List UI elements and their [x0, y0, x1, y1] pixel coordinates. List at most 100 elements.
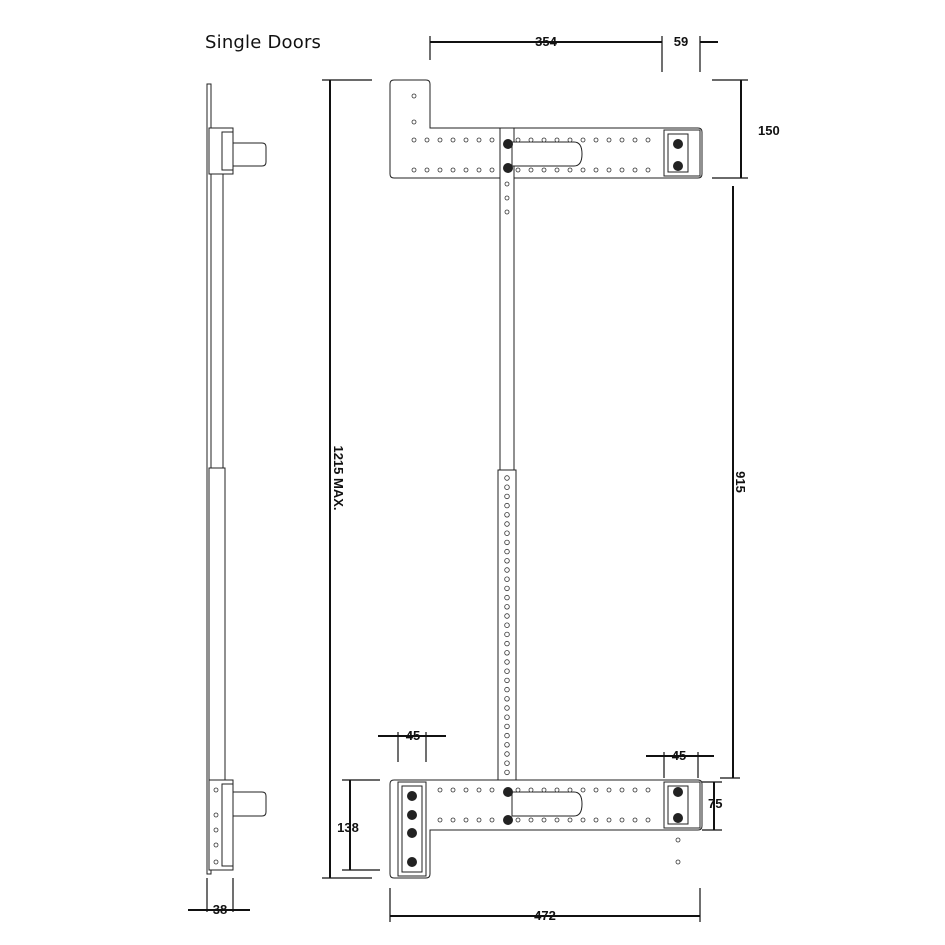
hole: [476, 817, 482, 823]
hole: [645, 167, 651, 173]
side-hole: [213, 787, 219, 793]
hole: [567, 167, 573, 173]
hole: [504, 502, 510, 509]
dim-59: 59: [674, 34, 688, 49]
side-bottom-pin: [232, 791, 267, 817]
hole: [554, 167, 560, 173]
hole: [437, 167, 443, 173]
hole: [554, 787, 560, 793]
hole: [593, 817, 599, 823]
hole: [504, 650, 510, 656]
hole: [463, 137, 469, 143]
dim-1215: 1215 MAX.: [331, 445, 346, 510]
dim-472: 472: [534, 908, 556, 923]
hole: [632, 167, 638, 173]
hole: [424, 137, 430, 143]
hole: [504, 209, 510, 215]
hole: [645, 817, 651, 823]
hole: [554, 137, 560, 143]
hole: [580, 167, 586, 173]
hole: [504, 732, 510, 739]
side-tube-lower: [208, 467, 226, 781]
vertical-bar-upper: [499, 127, 515, 474]
side-bottom-plate: [221, 783, 234, 867]
hole: [541, 787, 547, 793]
hole: [437, 787, 443, 793]
hole: [504, 751, 510, 757]
dim-45-left: 45: [406, 728, 420, 743]
drawing-title: Single Doors: [205, 32, 322, 53]
hole: [606, 787, 612, 793]
hole: [489, 817, 495, 823]
hole: [489, 167, 495, 173]
hole: [463, 787, 469, 793]
dim-45-right: 45: [672, 748, 686, 763]
hole: [504, 493, 510, 500]
hole: [504, 686, 510, 693]
bolt-icon: [673, 787, 683, 797]
top-plate: [389, 79, 703, 179]
bolt-icon: [407, 791, 417, 801]
hole: [504, 530, 510, 536]
dim-915: 915: [733, 471, 748, 493]
hole: [504, 195, 510, 201]
side-hole: [213, 812, 219, 818]
hole: [541, 167, 547, 173]
bolt-icon: [503, 815, 513, 825]
hole: [489, 787, 495, 793]
hole: [606, 167, 612, 173]
hole: [504, 640, 510, 647]
hole: [528, 167, 534, 173]
hole: [411, 119, 417, 125]
hole: [504, 760, 510, 766]
bolt-icon: [503, 163, 513, 173]
hole: [504, 677, 510, 684]
front-view: [389, 79, 703, 879]
hole: [515, 787, 521, 793]
hole: [515, 817, 521, 823]
hole: [541, 137, 547, 143]
hole: [476, 137, 482, 143]
hole: [504, 769, 510, 776]
side-tube-upper: [210, 127, 224, 469]
hole: [424, 167, 430, 173]
hole: [504, 705, 510, 711]
hole: [489, 137, 495, 143]
bottom-right-bracket-inner: [667, 785, 689, 825]
hole: [554, 817, 560, 823]
hole: [504, 567, 510, 573]
hole: [437, 137, 443, 143]
hole: [504, 613, 510, 619]
hole: [476, 167, 482, 173]
bolt-icon: [503, 139, 513, 149]
hole: [504, 668, 510, 674]
bottom-plate: [389, 779, 703, 879]
side-hole: [213, 842, 219, 848]
hole: [504, 576, 510, 582]
hole-pattern: [411, 93, 651, 823]
hole: [632, 137, 638, 143]
hole: [450, 167, 456, 173]
top-right-bracket-inner: [667, 133, 689, 173]
hole: [504, 475, 510, 481]
hole: [675, 837, 681, 843]
hole: [504, 723, 510, 730]
hole: [476, 787, 482, 793]
side-top-plate: [221, 131, 234, 171]
hole: [619, 137, 625, 143]
hole: [515, 167, 521, 173]
dim-354: 354: [535, 34, 557, 49]
bolt-icon: [407, 857, 417, 867]
bolt-icon: [673, 161, 683, 171]
bottom-slot: [511, 791, 583, 817]
hole: [580, 787, 586, 793]
hole: [567, 787, 573, 793]
hole: [504, 594, 510, 601]
hole: [504, 604, 510, 610]
hole: [504, 714, 510, 720]
hole: [632, 817, 638, 823]
hole: [504, 484, 510, 490]
hole: [645, 787, 651, 793]
